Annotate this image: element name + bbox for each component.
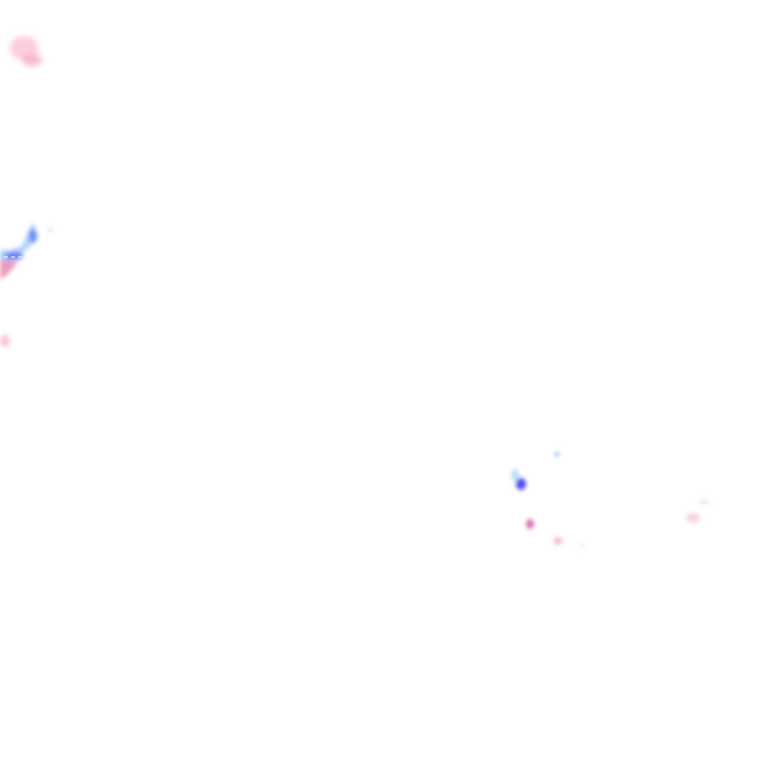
precip-cells-center — [511, 452, 709, 548]
precip-cell-top-left — [10, 36, 42, 66]
precip-band-left — [0, 222, 52, 347]
